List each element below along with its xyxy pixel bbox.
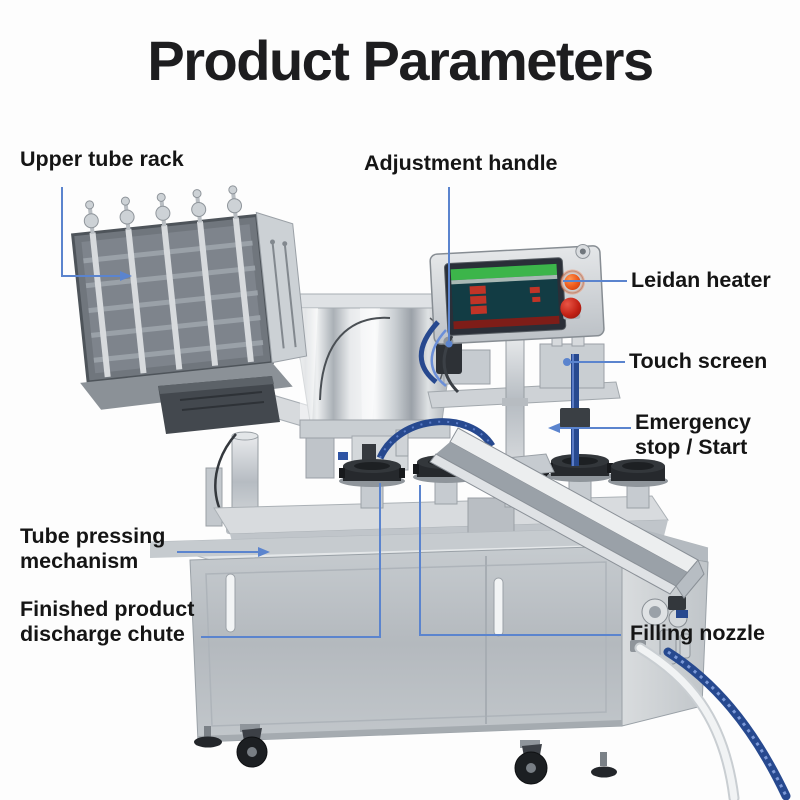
callout-upper-tube-rack [61, 187, 132, 281]
label-leidan-heater: Leidan heater [631, 268, 771, 292]
label-finished-product-discharge-chute: Finished product discharge chute [20, 597, 195, 647]
callout-filling-nozzle [419, 485, 621, 636]
touch-screen-display [444, 257, 567, 336]
callout-finished-product [201, 483, 381, 638]
pneumatic-regulator [636, 560, 696, 665]
air-hoses [630, 640, 791, 800]
tube-holder [339, 459, 405, 509]
label-tube-pressing-mechanism: Tube pressing mechanism [20, 524, 166, 574]
label-touch-screen: Touch screen [629, 349, 768, 373]
door-handle [493, 577, 504, 637]
tube-rack-rods [89, 217, 254, 378]
tube-holder [608, 459, 668, 509]
callout-adjustment-handle [445, 187, 453, 348]
page-title: Product Parameters [147, 29, 654, 92]
hopper-part [285, 293, 465, 429]
tube-rack-knobs [83, 185, 243, 234]
door-handle [225, 573, 236, 633]
leveling-foot [591, 752, 617, 778]
callout-touch-screen [563, 358, 625, 366]
caster-wheel [514, 740, 548, 785]
label-filling-nozzle: Filling nozzle [630, 621, 765, 645]
callout-emergency-stop [548, 423, 631, 433]
leveling-foot [194, 726, 222, 748]
label-emergency-stop-start: Emergency stop / Start [635, 410, 751, 460]
callout-tube-pressing [177, 547, 270, 557]
rack-drive-box [158, 376, 280, 434]
power-button [559, 269, 585, 295]
callout-lines [61, 187, 631, 638]
upper-tube-rack-part [71, 185, 308, 410]
discharge-chute-part [429, 427, 705, 599]
tube-holder [547, 454, 613, 504]
label-upper-tube-rack: Upper tube rack [20, 147, 184, 171]
caster-wheel [236, 724, 268, 768]
emergency-stop-button [560, 297, 582, 320]
label-adjustment-handle: Adjustment handle [364, 151, 558, 175]
control-panel-part [429, 243, 605, 347]
